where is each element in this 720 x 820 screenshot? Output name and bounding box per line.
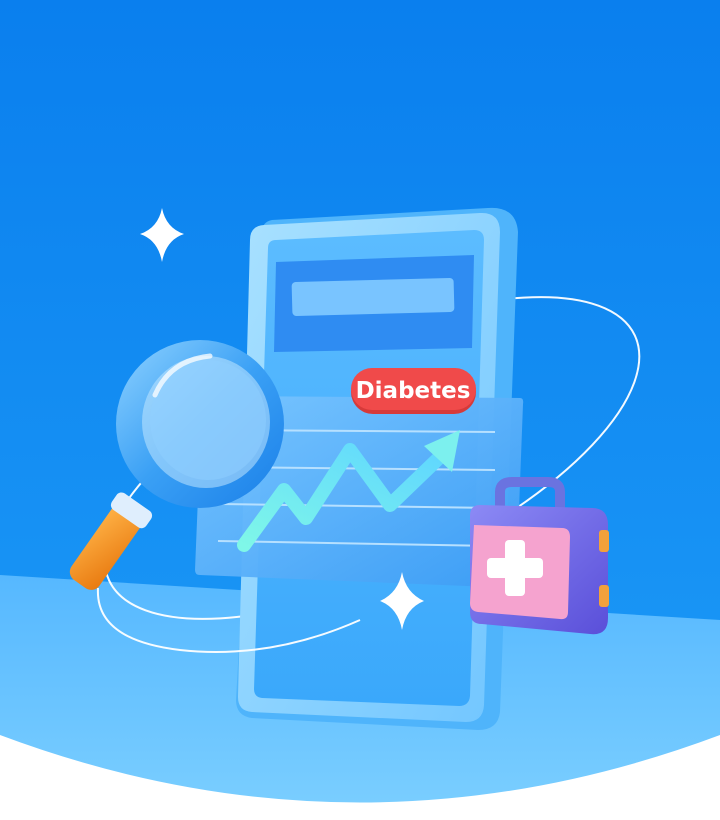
medical-kit-icon — [470, 477, 609, 635]
sparkle-icon — [140, 208, 184, 262]
tag-label: Diabetes — [356, 378, 471, 404]
magnifier-icon — [69, 340, 284, 590]
trend-arrow-icon — [237, 430, 460, 552]
bottom-curve — [0, 735, 720, 820]
diabetes-tag: Diabetes — [351, 368, 476, 414]
sparkle-icon — [380, 572, 424, 630]
orbit-front — [96, 587, 361, 653]
